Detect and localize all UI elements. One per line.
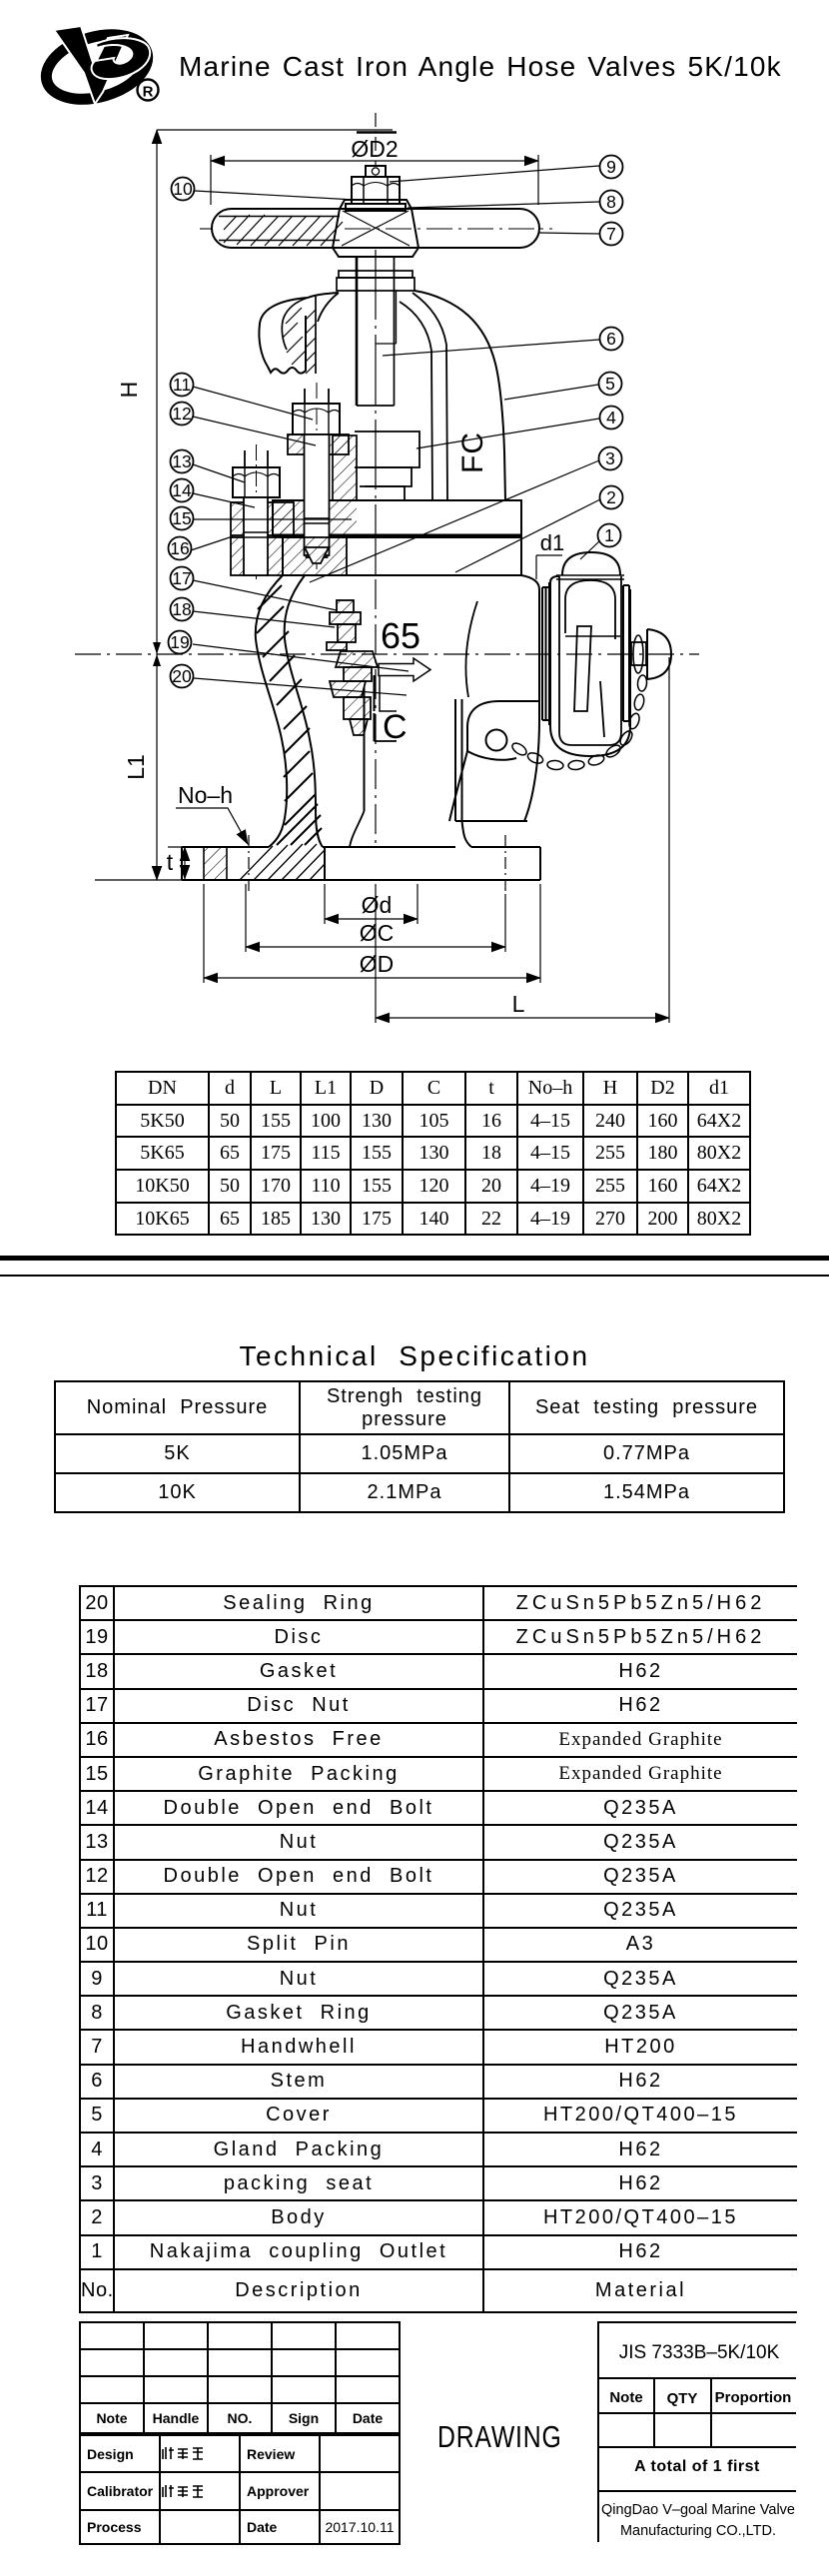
svg-text:No–h: No–h [178, 782, 233, 808]
svg-text:6: 6 [606, 329, 616, 349]
svg-text:1: 1 [604, 525, 614, 545]
svg-text:20: 20 [172, 666, 192, 686]
svg-text:15: 15 [172, 508, 191, 528]
svg-text:5: 5 [605, 374, 615, 394]
svg-text:Note: Note [609, 2389, 642, 2406]
svg-text:7: 7 [606, 224, 616, 244]
svg-text:19: 19 [170, 632, 189, 652]
svg-text:d1: d1 [540, 530, 564, 555]
svg-text:JIS 7333B–5K/10K: JIS 7333B–5K/10K [619, 2342, 780, 2363]
svg-text:L: L [512, 991, 525, 1017]
svg-text:Ød: Ød [362, 892, 393, 918]
svg-text:8: 8 [606, 192, 616, 212]
svg-text:L1: L1 [123, 754, 149, 780]
svg-text:t: t [167, 849, 174, 875]
svg-text:A total of 1 first: A total of 1 first [634, 2458, 760, 2475]
svg-text:H: H [116, 382, 142, 399]
svg-text:9: 9 [606, 157, 616, 177]
svg-text:11: 11 [173, 375, 191, 395]
svg-text:12: 12 [172, 404, 191, 424]
svg-text:13: 13 [172, 451, 191, 471]
svg-text:65: 65 [381, 615, 420, 656]
svg-text:Manufacturing CO.,LTD.: Manufacturing CO.,LTD. [620, 2523, 776, 2539]
svg-text:18: 18 [172, 599, 191, 619]
svg-text:2: 2 [606, 487, 616, 507]
svg-text:17: 17 [172, 568, 191, 588]
svg-text:16: 16 [170, 538, 189, 558]
svg-text:QingDao V–goal Marine Valve: QingDao V–goal Marine Valve [601, 2502, 795, 2518]
svg-text:ØC: ØC [360, 920, 395, 946]
svg-text:ØD: ØD [360, 951, 395, 977]
svg-text:C: C [383, 708, 408, 746]
svg-text:10: 10 [173, 179, 193, 199]
svg-text:14: 14 [172, 480, 192, 500]
svg-text:3: 3 [605, 448, 615, 468]
svg-text:QTY: QTY [667, 2390, 698, 2407]
svg-text:Proportion: Proportion [715, 2389, 792, 2406]
svg-text:ØD2: ØD2 [351, 136, 398, 162]
svg-text:4: 4 [606, 408, 616, 428]
svg-text:FC: FC [456, 431, 489, 473]
svg-text:R: R [143, 84, 154, 101]
